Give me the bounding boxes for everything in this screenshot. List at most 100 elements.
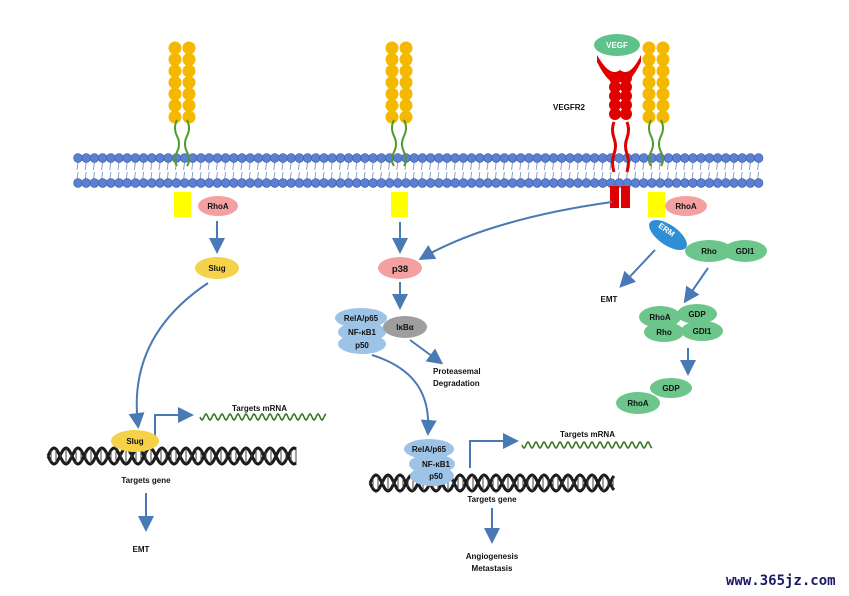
targets-gene-mid-label: Targets gene [467,495,517,504]
receptor-domain [168,99,182,112]
lipid-head-upper [122,153,132,163]
receptor-domain [656,99,670,112]
receptor-domain [182,41,196,55]
lipid-head-lower [458,178,469,188]
lipid-tail [379,161,382,171]
gdi1-protein [723,240,767,262]
lipid-head-lower [712,178,723,188]
lipid-head-lower [130,178,141,188]
lipid-head-lower [540,178,551,188]
lipid-tail [248,161,251,171]
lipid-head-upper [524,153,534,163]
lipid-head-upper [81,153,91,163]
lipid-tail [486,161,489,171]
receptor-foot [174,192,191,217]
receptor-domain [182,110,196,124]
p38-protein [378,257,422,279]
lipid-tail [289,161,292,171]
lipid-tail [724,161,727,171]
lipid-head-lower [671,178,682,188]
dna-middle [368,473,616,493]
lipid-head-upper [475,153,485,163]
receptor-domain [182,53,196,66]
lipid-head-upper [343,153,354,163]
vegf-label: VEGF [606,41,628,50]
vegfr2-domain [609,108,621,120]
left-pathway: RhoA Slug Slug Targets mRNA Targets gene… [111,196,287,554]
lipid-head-lower [647,178,657,188]
lipid-head-upper [458,153,469,163]
lipid-tail [748,161,751,171]
lipid-tail [601,161,604,171]
lipid-tail [338,161,341,171]
lipid-tail [297,161,300,171]
vegfr2-stalk [624,121,630,173]
receptor-domain [399,76,413,89]
lipid-head-upper [434,153,444,163]
vegfr2-domain [620,72,632,84]
lipid-head-lower [475,178,485,188]
lipid-head-lower [204,178,214,188]
lipid-head-lower [89,178,100,188]
lipid-head-lower [532,178,542,188]
lipid-head-lower [138,178,149,188]
dna-strand [46,446,297,466]
lipid-head-upper [409,153,419,163]
lipid-head-lower [704,178,715,188]
lipid-head-lower [737,178,747,188]
emt-left-label: EMT [133,545,150,554]
targets-mrna-left-label: Targets mRNA [232,404,287,413]
lipid-head-upper [196,153,206,163]
arrow-rho-to-complex [683,267,709,304]
lipid-head-lower [680,178,690,188]
receptor-domain [642,110,656,124]
gdi1-label: GDI1 [736,247,755,256]
lipid-head-lower [368,178,378,188]
lipid-tail [84,161,87,171]
lipid-tail [240,161,243,171]
lipid-tail [543,161,546,171]
lipid-head-upper [376,153,387,163]
rho-label: Rho [701,247,717,256]
lipid-head-lower [73,178,83,188]
lipid-head-lower [311,178,321,188]
lipid-tail [666,161,669,171]
arrow-slug-to-mrna-left [154,407,194,436]
lipid-head-lower [393,178,403,188]
lipid-head-lower [179,178,190,188]
proteasemal-label: Proteasemal [433,367,481,376]
receptor-domain [399,87,413,101]
lipid-tail [675,161,678,171]
lipid-tail [265,161,268,171]
receptor-domain [385,76,399,89]
lipid-head-upper [548,153,559,163]
middle-pathway: p38 RelA/p65 NF-κB1 p50 IκBα Proteasemal… [335,257,615,573]
gdp-protein-c2 [650,378,692,398]
lipid-head-lower [286,178,296,188]
lipid-head-upper [630,153,641,163]
lipid-head-lower [196,178,206,188]
lipid-tail [437,161,440,171]
lipid-head-upper [417,153,428,163]
receptor-stalk [391,119,397,167]
lipid-tail [576,161,579,171]
rela-p65-dna-label: RelA/p65 [412,445,447,454]
lipid-head-upper [639,153,649,163]
lipid-tail [584,161,587,171]
ikba-protein [383,316,427,338]
lipid-head-upper [130,153,141,163]
lipid-head-lower [663,178,674,188]
receptor-domain [399,110,413,124]
cell-membrane [73,153,764,188]
lipid-head-lower [483,178,493,188]
lipid-head-lower [573,178,583,188]
receptor-foot [648,192,665,217]
lipid-head-upper [335,153,346,163]
receptor-domain [399,41,413,55]
lipid-head-lower [745,178,756,188]
lipid-head-upper [491,153,501,163]
receptors [168,41,670,217]
lipid-head-lower [360,178,370,188]
receptor-stalk [648,119,654,167]
lipid-tail [609,161,612,171]
